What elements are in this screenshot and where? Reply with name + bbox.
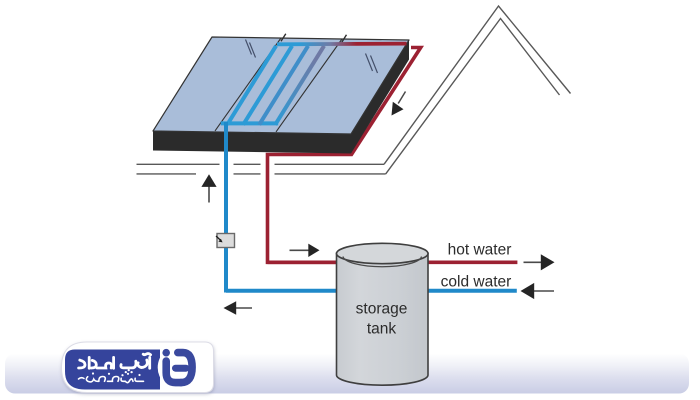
svg-text:tank: tank (367, 321, 397, 338)
svg-text:hot water: hot water (448, 242, 512, 259)
svg-text:storage: storage (356, 301, 408, 318)
svg-text:cold water: cold water (441, 274, 512, 291)
